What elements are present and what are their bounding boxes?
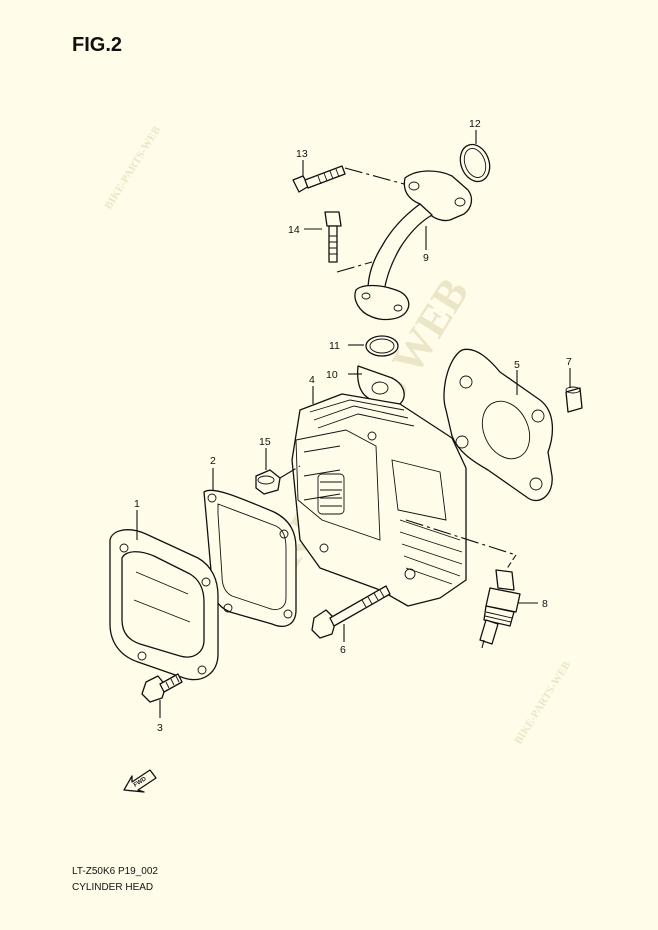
diagram-code: LT-Z50K6 P19_002: [72, 866, 158, 877]
watermark-top: BIKE-PARTS-WEB: [102, 124, 163, 212]
bolt-13[interactable]: [292, 165, 346, 193]
callout-3: 3: [157, 722, 163, 734]
callout-2: 2: [210, 455, 216, 467]
callout-labels: 1 2 3 4 5 6 7 8 9 10 11 12 13 14 15: [134, 118, 572, 734]
callout-8: 8: [542, 598, 548, 610]
spark-plug-8[interactable]: [479, 569, 521, 649]
footer: LT-Z50K6 P19_002 CYLINDER HEAD: [72, 864, 158, 896]
head-cover-1[interactable]: [109, 529, 219, 681]
callout-12: 12: [469, 118, 481, 130]
o-ring-11[interactable]: [365, 335, 399, 357]
fwd-arrow-icon: FWD: [123, 769, 157, 793]
dowel-pin-7[interactable]: [565, 386, 583, 413]
leader-lines: [136, 130, 571, 718]
callout-5: 5: [514, 359, 520, 371]
intake-pipe[interactable]: [354, 170, 473, 321]
callout-11: 11: [329, 340, 340, 352]
cap-nut-15[interactable]: [255, 469, 281, 495]
stud-bolt-6[interactable]: [311, 585, 391, 639]
head-gasket-5[interactable]: [443, 348, 553, 502]
callout-4: 4: [309, 374, 315, 386]
callout-6: 6: [340, 644, 346, 656]
o-ring-12[interactable]: [455, 140, 494, 185]
diagram-name: CYLINDER HEAD: [72, 882, 154, 893]
cylinder-head-4[interactable]: [291, 393, 467, 607]
watermark-right: BIKE-PARTS-WEB: [512, 659, 573, 747]
callout-7: 7: [566, 356, 572, 368]
callout-10: 10: [326, 369, 338, 381]
callout-9: 9: [423, 252, 429, 264]
callout-13: 13: [296, 148, 308, 160]
bolt-3[interactable]: [141, 673, 183, 703]
callout-1: 1: [134, 498, 140, 510]
figure-title: FIG.2: [72, 34, 123, 56]
callout-15: 15: [259, 436, 271, 448]
callout-14: 14: [288, 224, 300, 236]
bolt-14[interactable]: [324, 211, 342, 263]
